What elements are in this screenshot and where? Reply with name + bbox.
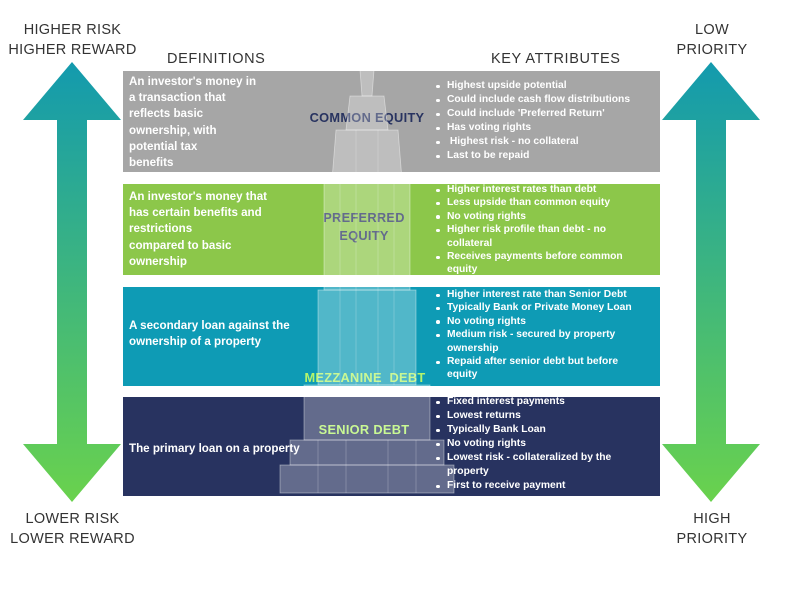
- attribute-item: Receives payments before common equity: [436, 251, 623, 276]
- key-attributes-header: KEY ATTRIBUTES: [491, 51, 621, 67]
- attribute-item: No voting rights: [435, 437, 611, 451]
- preferred-equity-attributes: Higher interest rates than debt Less ups…: [432, 183, 623, 277]
- attribute-item: Could include cash flow distributions: [435, 94, 631, 105]
- mezzanine-debt-attributes: Higher interest rate than Senior Debt Ty…: [432, 288, 632, 382]
- attribute-item: Repaid after senior debt but before equi…: [436, 355, 632, 382]
- senior-debt-band: The primary loan on a property SENIOR DE…: [123, 395, 660, 496]
- attribute-item: Lowest returns: [435, 409, 611, 423]
- attribute-item: Typically Bank Loan: [435, 423, 611, 437]
- attribute-item: Higher interest rate than Senior Debt: [436, 288, 632, 301]
- attribute-item: Typically Bank or Private Money Loan: [436, 302, 632, 314]
- attribute-item: Could include 'Preferred Return': [435, 107, 630, 121]
- attribute-item: No voting rights: [436, 315, 632, 328]
- common-equity-attributes: Highest upside potential Could include c…: [432, 79, 630, 163]
- risk-reward-arrow: [23, 62, 121, 502]
- senior-debt-title: SENIOR DEBT: [318, 422, 410, 437]
- attribute-item: Has voting rights: [435, 121, 630, 135]
- attribute-item: Higher risk profile than debt - no colla…: [436, 223, 623, 250]
- attribute-item: Less upside than common equity: [436, 196, 623, 209]
- common-equity-title: COMMON EQUITY: [309, 110, 425, 125]
- senior-debt-attributes: Fixed interest payments Lowest returns T…: [432, 395, 611, 493]
- attribute-item: First to receive payment: [435, 479, 611, 493]
- mezzanine-debt-title: MEZZANINE DEBT: [304, 370, 426, 385]
- attribute-item: Highest upside potential: [435, 79, 630, 93]
- attribute-item: No voting rights: [436, 210, 623, 223]
- attribute-item: Medium risk - secured by property owners…: [436, 328, 632, 355]
- senior-debt-definition: The primary loan on a property: [129, 442, 300, 455]
- attribute-item: Highest risk - no collateral: [435, 135, 630, 149]
- attribute-item: Fixed interest payments: [435, 395, 611, 409]
- definitions-header: DEFINITIONS: [167, 51, 266, 67]
- attribute-item: Higher interest rates than debt: [436, 183, 623, 196]
- attribute-item: Last to be repaid: [435, 149, 630, 163]
- attribute-item: Lowest risk - collateralized by the prop…: [435, 452, 612, 477]
- priority-arrow: [662, 62, 760, 502]
